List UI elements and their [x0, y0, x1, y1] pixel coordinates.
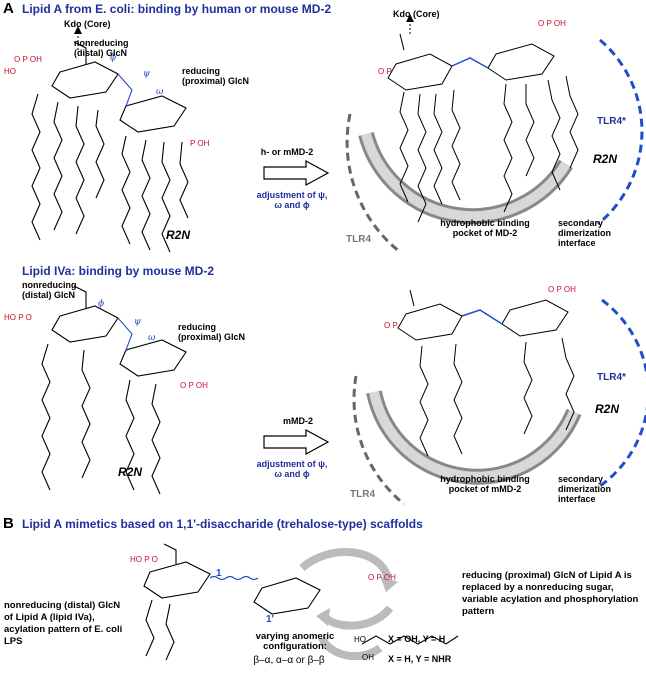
adjustment-label-2: adjustment of ψ, ω and ϕ	[256, 459, 328, 479]
r2n-label-1: R2N	[166, 228, 191, 242]
tlr4-star-label-1: TLR4*	[597, 116, 626, 127]
tlr4-star-label-2: TLR4*	[597, 372, 626, 383]
svg-text:P OH: P OH	[190, 139, 210, 148]
reducing-label-1: reducing (proximal) GlcN	[182, 66, 250, 86]
pocket-label-1: hydrophobic binding pocket of MD-2	[440, 218, 530, 238]
svg-text:HO P O: HO P O	[4, 313, 32, 322]
interface-label-2: secondary dimerization interface	[558, 474, 612, 504]
anomeric-options: β–α, α–α or β–β	[253, 655, 325, 666]
tlr4-label-1: TLR4	[346, 234, 371, 245]
anomeric-position-1: 1	[216, 568, 222, 579]
adjustment-label-1: adjustment of ψ, ω and ϕ	[256, 190, 328, 210]
kdo-core-label-1: Kdo (Core)	[64, 19, 111, 29]
svg-text:OH: OH	[362, 653, 374, 662]
r2n-label-4: R2N	[595, 402, 620, 416]
svg-text:ϕ: ϕ	[110, 53, 116, 63]
anomeric-configuration-label: varying anomeric configuration:	[255, 631, 335, 652]
kdo-core-label-2: Kdo (Core)	[393, 9, 440, 19]
nonreducing-label-2: nonreducing (distal) GlcN	[22, 280, 77, 300]
reducing-label-2: reducing (proximal) GlcN	[178, 322, 246, 342]
arrow-label-2: mMD-2	[282, 416, 313, 426]
pocket-label-2: hydrophobic binding pocket of mMD-2	[440, 474, 530, 494]
anomeric-position-1-prime: 1'	[266, 614, 274, 625]
substituent-x-oh: X = OH, Y = H	[388, 634, 446, 644]
substituent-x-h: X = H, Y = NHR	[388, 654, 452, 664]
md2-complex-2: O P O P OH	[352, 285, 646, 506]
panel-b-heading: Lipid A mimetics based on 1,1'-disacchar…	[22, 517, 423, 531]
tlr4-label-2: TLR4	[350, 489, 375, 500]
nonreducing-label-1: nonreducing (distal) GlcN	[74, 38, 129, 58]
svg-text:HO: HO	[4, 67, 16, 76]
svg-text:ψ: ψ	[143, 69, 151, 79]
process-arrow-2	[263, 429, 330, 455]
r2n-label-3: R2N	[118, 465, 143, 479]
svg-text:ϕ: ϕ	[98, 299, 104, 309]
svg-text:O P OH: O P OH	[14, 55, 42, 64]
md2-complex-1: O P O P OH	[345, 14, 644, 254]
panel-b-right-description: reducing (proximal) GlcN of Lipid A is r…	[462, 570, 639, 617]
svg-text:HO P O: HO P O	[130, 555, 158, 564]
lipid-a-structure: HO O P OH P OH ϕ ψ ω	[4, 26, 210, 253]
panel-a-letter: A	[3, 0, 14, 17]
svg-text:O P OH: O P OH	[180, 381, 208, 390]
panel-b-left-description: nonreducing (distal) GlcN of Lipid A (li…	[4, 600, 123, 647]
svg-text:O P OH: O P OH	[368, 573, 396, 582]
panel-b-letter: B	[3, 515, 14, 532]
arrow-label-1: h- or mMD-2	[260, 147, 314, 157]
r2n-label-2: R2N	[593, 152, 618, 166]
svg-text:ψ: ψ	[134, 317, 142, 327]
svg-text:O P: O P	[384, 321, 398, 330]
svg-text:O P: O P	[378, 67, 392, 76]
svg-text:HO: HO	[354, 635, 366, 644]
panel-a-heading-lipid-iva: Lipid IVa: binding by mouse MD-2	[22, 264, 215, 278]
trehalose-scaffold-structure: 1 1' HO P O O P OH HO OH	[130, 543, 459, 662]
lipid-iva-structure: HO P O O P OH ϕ ψ ω	[4, 285, 208, 495]
svg-text:O P OH: O P OH	[538, 19, 566, 28]
svg-text:ω: ω	[148, 333, 156, 343]
panel-a-heading-lipid-a: Lipid A from E. coli: binding by human o…	[22, 2, 332, 16]
svg-text:O P OH: O P OH	[548, 285, 576, 294]
process-arrow-1	[263, 160, 330, 186]
interface-label-1: secondary dimerization interface	[558, 218, 612, 248]
svg-text:ω: ω	[156, 87, 164, 97]
